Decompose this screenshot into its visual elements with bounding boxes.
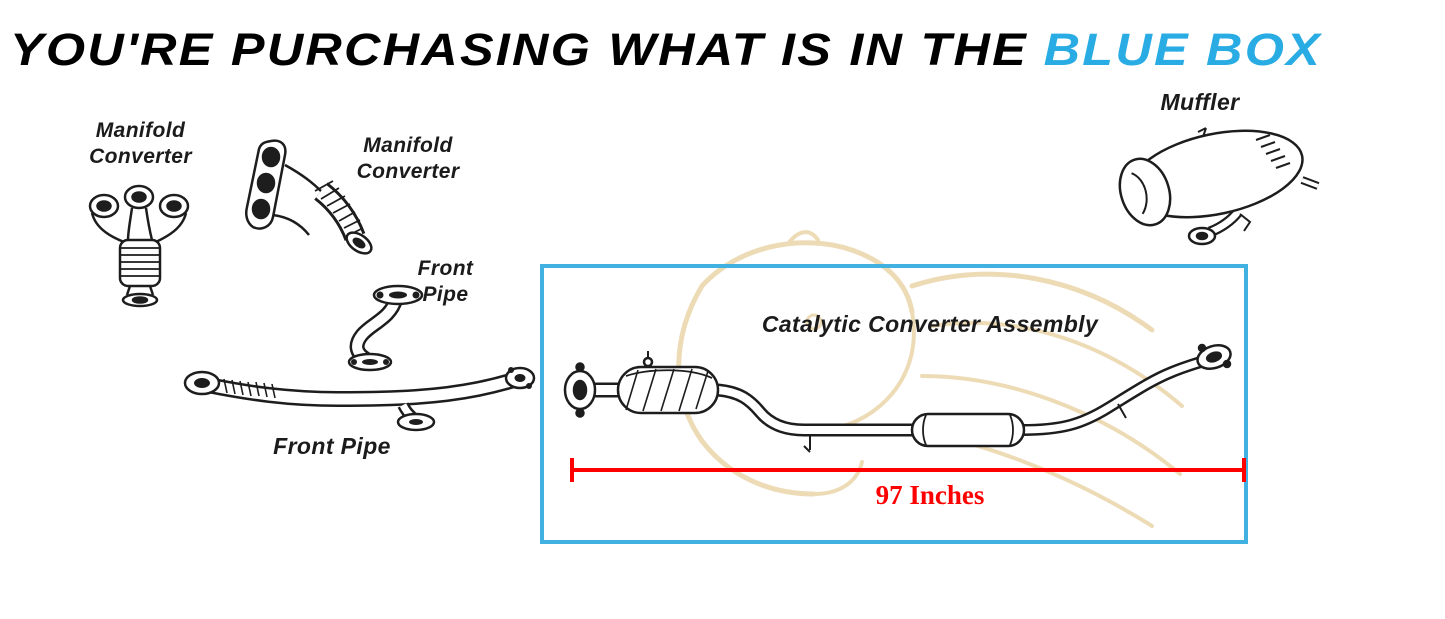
part-label-front-pipe-lower: Front Pipe (273, 433, 391, 459)
part-label-catalytic-converter-assembly: Catalytic Converter Assembly (761, 311, 1099, 337)
part-label-front-pipe-upper: Front Pipe (417, 257, 474, 306)
catalytic-converter-assembly-illustration (563, 343, 1232, 453)
part-label-manifold-converter-2: Manifold Converter (356, 134, 460, 183)
page-title-text: YOU'RE PURCHASING WHAT IS IN THE (10, 24, 1028, 76)
horse-logo-watermark (676, 230, 1184, 528)
muffler-illustration (1118, 127, 1320, 246)
part-label-muffler: Muffler (1160, 89, 1240, 115)
measurement-line (572, 468, 1246, 472)
front-pipe-lower-illustration (183, 366, 536, 432)
page-title-highlight: BLUE BOX (1043, 24, 1322, 76)
measurement-tick-right (1242, 458, 1246, 482)
manifold-converter-2-illustration (245, 139, 373, 255)
manifold-converter-1-illustration (88, 184, 190, 308)
part-label-manifold-converter-1: Manifold Converter (89, 119, 192, 168)
blue-highlight-box (540, 264, 1248, 544)
measurement-label: 97 Inches (875, 480, 985, 510)
front-pipe-upper-illustration (347, 284, 424, 372)
measurement-tick-left (570, 458, 574, 482)
page-title: YOU'RE PURCHASING WHAT IS IN THE BLUE BOX (10, 24, 1322, 76)
